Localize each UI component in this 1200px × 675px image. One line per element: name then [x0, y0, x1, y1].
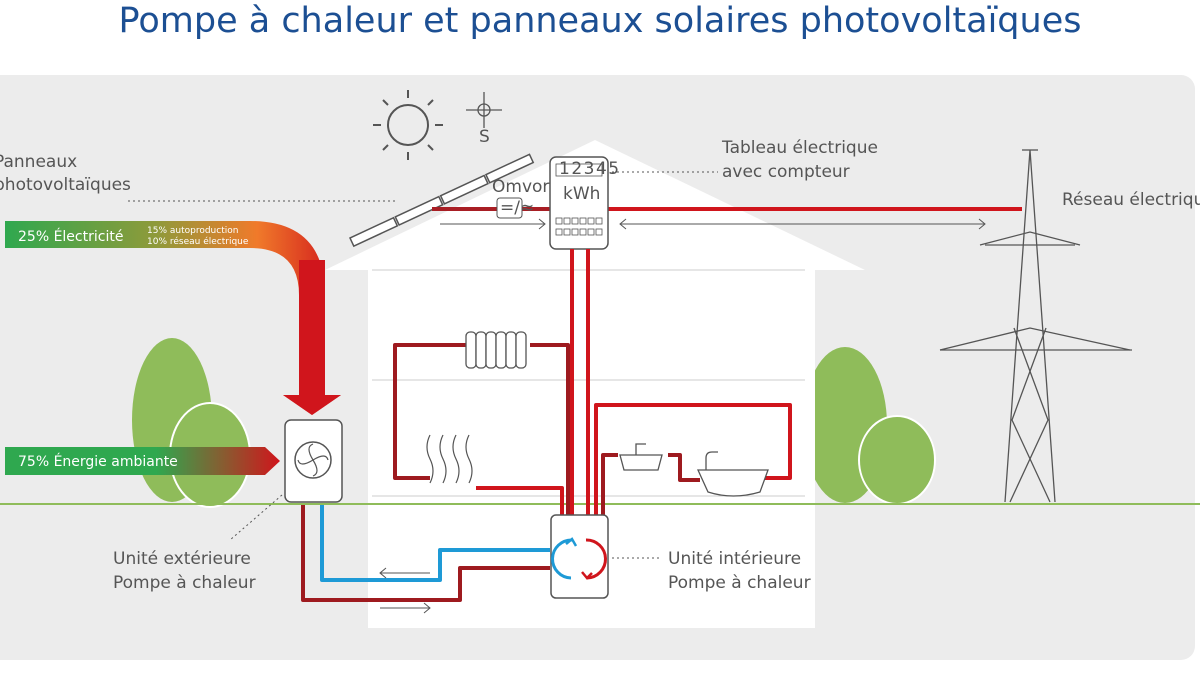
board-label-line1: Tableau électrique — [721, 138, 878, 158]
compass-south-label: S — [479, 127, 490, 147]
sink-icon — [619, 443, 663, 471]
ambient-energy-label: 75% Énergie ambiante — [18, 453, 178, 470]
page-title: Pompe à chaleur et panneaux solaires pho… — [118, 1, 1082, 41]
floor-heating-icon — [426, 434, 473, 484]
pipes — [301, 249, 792, 602]
indoor-label-line1: Unité intérieure — [668, 549, 801, 569]
grid-share-label: 10% réseau électrique — [147, 236, 249, 247]
indoor-label-line2: Pompe à chaleur — [668, 573, 811, 593]
board-label-line2: avec compteur — [722, 162, 850, 182]
indoor-unit — [550, 514, 609, 599]
inverter-box — [496, 197, 523, 219]
radiator-icon — [465, 331, 527, 369]
inverter-symbol: =/≈ — [500, 198, 534, 218]
grid-label: Réseau électrique — [1062, 190, 1200, 210]
outdoor-label-line2: Pompe à chaleur — [113, 573, 256, 593]
sun-icon — [373, 90, 443, 160]
meter-digits: 12345 — [559, 159, 621, 179]
meter-unit: kWh — [563, 184, 600, 204]
cycle-icon-blue — [551, 538, 573, 580]
outdoor-unit — [284, 419, 343, 503]
ambient-energy-arrow — [5, 447, 280, 475]
cycle-icon-red — [585, 538, 607, 580]
fan-icon — [297, 443, 329, 477]
solar-panels — [349, 153, 535, 248]
electricity-label: 25% Électricité — [18, 228, 123, 245]
panels-label-line1: Panneaux — [0, 152, 77, 172]
leader-outdoor — [229, 494, 283, 541]
panels-label-line2: photovoltaïques — [0, 175, 131, 195]
power-pylon-icon — [939, 149, 1132, 503]
outdoor-label-line1: Unité extérieure — [113, 549, 251, 569]
bathtub-icon — [696, 451, 769, 497]
electric-meter — [549, 156, 609, 250]
self-production-label: 15% autoproduction — [147, 226, 238, 236]
compass-icon — [466, 92, 502, 128]
